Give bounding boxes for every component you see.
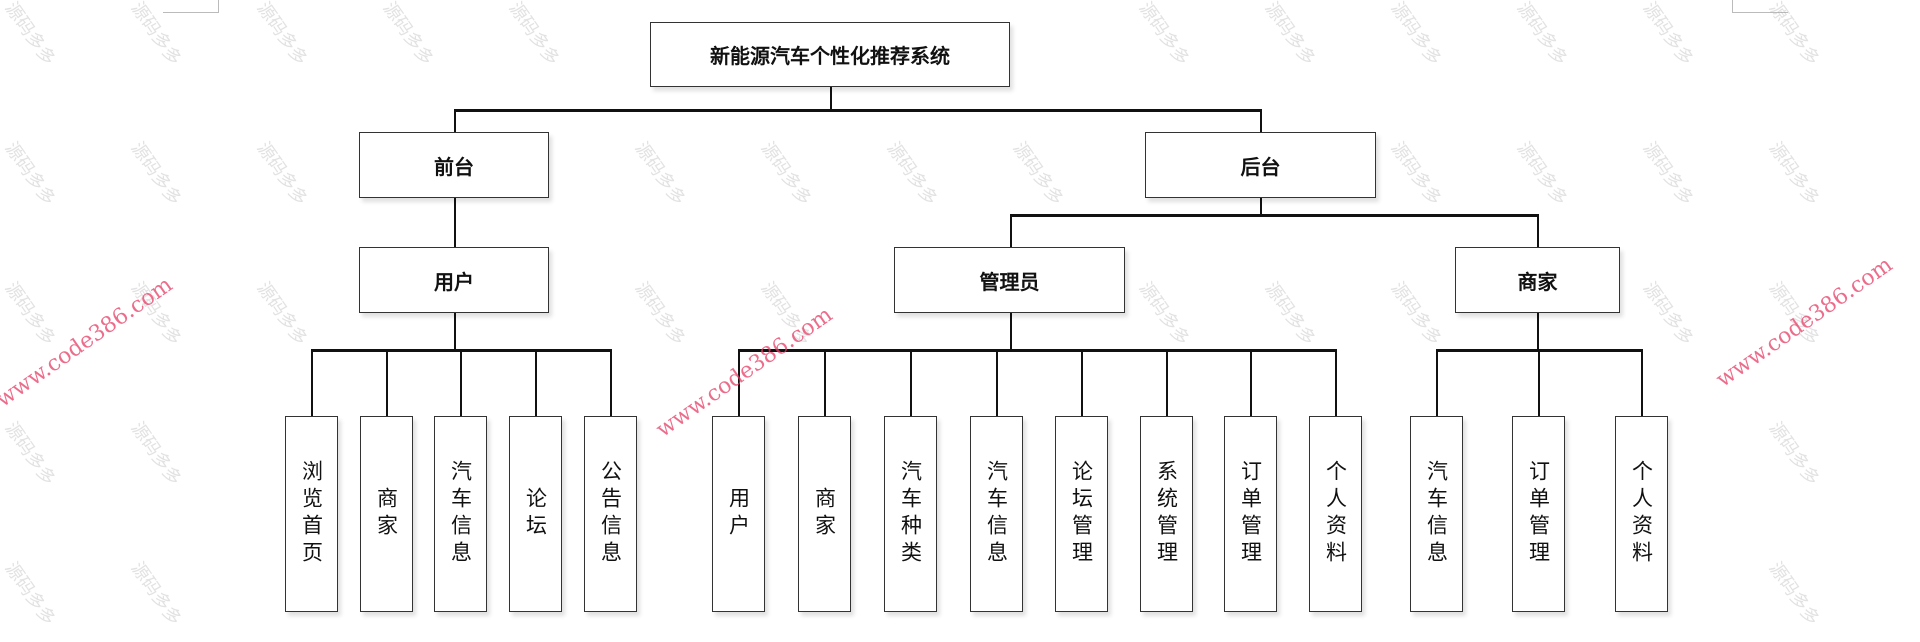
text-watermark: 源码多多	[1260, 278, 1320, 350]
text-watermark: 源码多多	[0, 0, 60, 70]
merchant-leaf-node: 订单管理	[1512, 416, 1565, 612]
connector	[1260, 110, 1262, 132]
merchant-leaf-node: 汽车信息	[1410, 416, 1463, 612]
admin-leaf-node: 订单管理	[1224, 416, 1277, 612]
text-watermark: 源码多多	[1638, 0, 1698, 70]
connector	[1166, 350, 1168, 416]
text-watermark: 源码多多	[126, 558, 186, 630]
text-watermark: 源码多多	[126, 138, 186, 210]
text-watermark: 源码多多	[1260, 0, 1320, 70]
text-watermark: 源码多多	[378, 0, 438, 70]
text-watermark: 源码多多	[0, 558, 60, 630]
text-watermark: 源码多多	[0, 418, 60, 490]
connector	[454, 198, 456, 247]
node-admin: 管理员	[894, 247, 1125, 313]
admin-leaf-node: 个人资料	[1309, 416, 1362, 612]
text-watermark: 源码多多	[1764, 278, 1824, 350]
admin-leaf-node: 汽车种类	[884, 416, 937, 612]
text-watermark: 源码多多	[1512, 0, 1572, 70]
connector	[1538, 350, 1540, 416]
text-watermark: 源码多多	[630, 138, 690, 210]
connector	[535, 350, 537, 416]
text-watermark: 源码多多	[1764, 558, 1824, 630]
text-watermark: 源码多多	[126, 278, 186, 350]
connector	[910, 350, 912, 416]
text-watermark: 源码多多	[0, 138, 60, 210]
text-watermark: 源码多多	[252, 0, 312, 70]
page-corner-mark-right	[1732, 0, 1788, 13]
connector	[386, 350, 388, 416]
text-watermark: 源码多多	[1386, 0, 1446, 70]
admin-leaf-node: 系统管理	[1140, 416, 1193, 612]
admin-leaf-node: 汽车信息	[970, 416, 1023, 612]
text-watermark: 源码多多	[1386, 278, 1446, 350]
node-user: 用户	[359, 247, 549, 313]
user-leaf-node: 论坛	[509, 416, 562, 612]
text-watermark: 源码多多	[252, 138, 312, 210]
connector	[1081, 350, 1083, 416]
connector	[1010, 214, 1539, 217]
text-watermark: 源码多多	[1386, 138, 1446, 210]
text-watermark: 源码多多	[882, 138, 942, 210]
text-watermark: 源码多多	[1134, 278, 1194, 350]
root-node: 新能源汽车个性化推荐系统	[650, 22, 1010, 87]
url-watermark: www.code386.com	[0, 272, 178, 413]
connector	[824, 350, 826, 416]
text-watermark: 源码多多	[1638, 138, 1698, 210]
text-watermark: 源码多多	[1638, 278, 1698, 350]
connector	[1436, 350, 1438, 416]
text-watermark: 源码多多	[756, 138, 816, 210]
admin-leaf-node: 论坛管理	[1055, 416, 1108, 612]
connector	[1537, 313, 1539, 350]
connector	[454, 109, 1262, 112]
text-watermark: 源码多多	[756, 278, 816, 350]
connector	[610, 350, 612, 416]
admin-leaf-node: 用户	[712, 416, 765, 612]
text-watermark: 源码多多	[1512, 138, 1572, 210]
connector	[454, 313, 456, 350]
connector	[1260, 198, 1262, 215]
connector	[311, 349, 612, 352]
connector	[454, 110, 456, 132]
connector	[1010, 313, 1012, 350]
connector	[1537, 215, 1539, 247]
text-watermark: 源码多多	[1134, 0, 1194, 70]
text-watermark: 源码多多	[0, 278, 60, 350]
connector	[1335, 350, 1337, 416]
connector	[1250, 350, 1252, 416]
connector	[830, 87, 832, 111]
text-watermark: 源码多多	[630, 278, 690, 350]
text-watermark: 源码多多	[504, 0, 564, 70]
connector	[738, 350, 740, 416]
connector	[311, 350, 313, 416]
text-watermark: 源码多多	[252, 278, 312, 350]
page-corner-mark-left	[163, 0, 219, 13]
connector	[1436, 349, 1643, 352]
text-watermark: 源码多多	[1764, 138, 1824, 210]
admin-leaf-node: 商家	[798, 416, 851, 612]
connector	[1010, 215, 1012, 247]
node-backend: 后台	[1145, 132, 1376, 198]
text-watermark: 源码多多	[1764, 418, 1824, 490]
text-watermark: 源码多多	[126, 418, 186, 490]
merchant-leaf-node: 个人资料	[1615, 416, 1668, 612]
connector	[738, 349, 1337, 352]
connector	[460, 350, 462, 416]
text-watermark: 源码多多	[1008, 138, 1068, 210]
node-frontend: 前台	[359, 132, 549, 198]
node-merchant: 商家	[1455, 247, 1620, 313]
connector	[996, 350, 998, 416]
user-leaf-node: 商家	[360, 416, 413, 612]
connector	[1641, 350, 1643, 416]
user-leaf-node: 公告信息	[584, 416, 637, 612]
user-leaf-node: 浏览首页	[285, 416, 338, 612]
user-leaf-node: 汽车信息	[434, 416, 487, 612]
url-watermark: www.code386.com	[1711, 252, 1898, 393]
